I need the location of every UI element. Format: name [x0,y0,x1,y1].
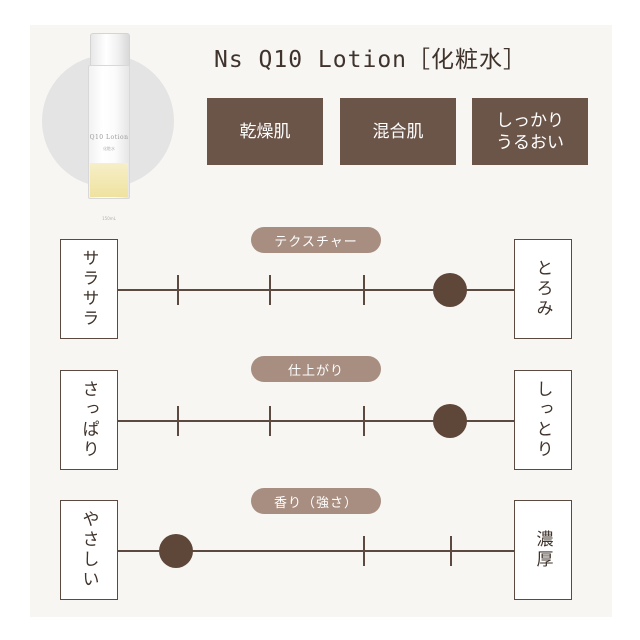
scale-tick [363,536,365,566]
scale-marker-texture [433,273,467,307]
scale-right-label-fragrance: 濃厚 [514,500,572,600]
skin-tag-label: 乾燥肌 [239,121,291,142]
skin-tag-label: 混合肌 [372,121,424,142]
scale-left-label-texture: サラサラ [60,239,118,339]
scale-marker-finish [433,404,467,438]
scale-title-fragrance: 香り（強さ） [251,488,381,514]
skin-tag-label-line1: しっかり [496,110,564,131]
scale-track-texture [118,289,514,291]
scale-right-label-finish: しっとり [514,370,572,470]
scale-left-label-finish: さっぱり [60,370,118,470]
skin-tag-dry: 乾燥肌 [207,98,323,165]
product-title: Ns Q10 Lotion［化粧水］ [214,47,528,73]
scale-left-label-fragrance: やさしい [60,500,118,600]
bottle-liquid [90,163,128,197]
scale-title-finish: 仕上がり [251,356,381,382]
scale-tick [363,406,365,436]
skin-tag-label-line2: うるおい [496,132,564,153]
bottle-cap [90,33,130,67]
bottle-body: Q10 Lotion 化粧水 150mL [88,65,130,221]
scale-tick [269,275,271,305]
scale-right-label-texture: とろみ [514,239,572,339]
scale-tick [177,275,179,305]
scale-marker-fragrance [158,534,193,568]
bottle-volume: 150mL [102,216,116,221]
scale-track-finish [118,420,514,422]
scale-track-fragrance [118,550,514,552]
scale-tick [177,406,179,436]
skin-tag-combination: 混合肌 [340,98,456,165]
skin-tag-moisture: しっかり うるおい [472,98,588,165]
scale-title-texture: テクスチャー [251,227,381,253]
scale-tick [450,536,452,566]
product-bottle-image: Q10 Lotion 化粧水 150mL [88,33,130,221]
scale-tick [363,275,365,305]
bottle-sub-label: 化粧水 [103,146,115,151]
scale-tick [269,406,271,436]
bottle-label: Q10 Lotion [89,134,129,141]
